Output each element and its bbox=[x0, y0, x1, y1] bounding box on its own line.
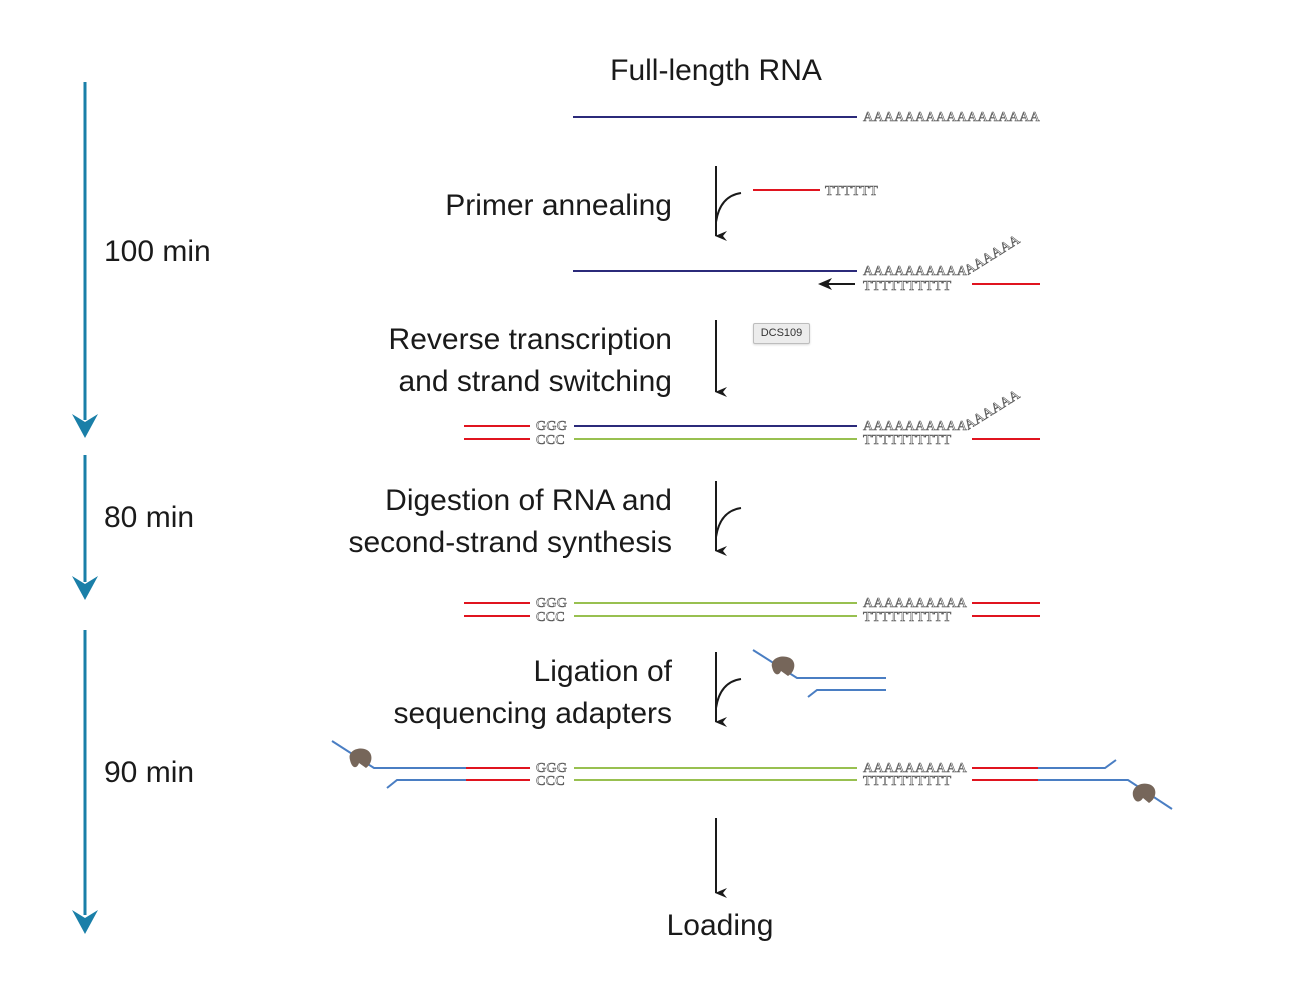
timeline-segment-2: 80 min bbox=[72, 455, 194, 600]
motor-protein-icon bbox=[1132, 783, 1156, 803]
timeline-segment-1: 100 min bbox=[72, 82, 211, 438]
sequencing-adapter bbox=[752, 649, 886, 698]
adapter-bottom-strand bbox=[807, 689, 886, 698]
polyt-seq: TTTTTTTTTT bbox=[863, 774, 952, 789]
annealed-complex: AAAAAAAAAA AAAAAA TTTTTTTTTT bbox=[573, 232, 1040, 294]
polya-annealed: AAAAAAAAAA bbox=[863, 419, 968, 434]
adapted-library: GGG CCC AAAAAAAAAA TTTTTTTTTT bbox=[331, 740, 1173, 810]
ggg-seq: GGG bbox=[536, 596, 567, 611]
polya-seq: AAAAAAAAAA bbox=[863, 596, 968, 611]
polya-annealed: AAAAAAAAAA bbox=[863, 264, 968, 279]
rna-molecule: AAAAAAAAAAAAAAAAA bbox=[573, 110, 1041, 125]
oligo-dt: TTTTTT bbox=[825, 184, 878, 199]
ds-cdna: GGG CCC AAAAAAAAAA TTTTTTTTTT bbox=[464, 596, 1040, 625]
timeline-label-80min: 80 min bbox=[104, 501, 194, 534]
timeline-arrowhead-icon bbox=[72, 910, 98, 934]
step-arrow-digestion bbox=[715, 481, 742, 556]
right-adapter-bottom bbox=[1038, 779, 1173, 810]
reagent-tag-dcs109: DCS109 bbox=[753, 323, 810, 344]
step-label-primer-annealing: Primer annealing bbox=[445, 189, 672, 222]
timeline-segment-3: 90 min bbox=[72, 630, 194, 934]
right-adapter-top bbox=[1038, 759, 1117, 769]
polyt-seq: TTTTTTTTTT bbox=[863, 610, 952, 625]
merge-curve-icon bbox=[715, 678, 742, 709]
timeline-label-90min: 90 min bbox=[104, 756, 194, 789]
left-arrowhead-icon bbox=[818, 278, 832, 290]
ccc-seq: CCC bbox=[536, 610, 565, 625]
step-label-rt-line1: Reverse transcription bbox=[389, 323, 672, 356]
left-adapter-top bbox=[331, 740, 466, 769]
title-full-length-rna: Full-length RNA bbox=[610, 54, 822, 87]
step-label-rt-line2: and strand switching bbox=[399, 365, 673, 398]
step-label-digestion-line2: second-strand synthesis bbox=[349, 526, 673, 559]
merge-curve-icon bbox=[715, 507, 742, 538]
timeline-arrowhead-icon bbox=[72, 414, 98, 438]
step-label-digestion-line1: Digestion of RNA and bbox=[385, 484, 672, 517]
polyt-seq: TTTTTTTTTT bbox=[863, 433, 952, 448]
ccc-seq: CCC bbox=[536, 774, 565, 789]
timeline-label-100min: 100 min bbox=[104, 235, 211, 268]
step-arrow-ligation bbox=[715, 652, 742, 727]
step-arrow-primer-annealing bbox=[715, 166, 742, 241]
left-adapter-bottom bbox=[386, 779, 466, 789]
motor-protein-icon bbox=[349, 748, 372, 768]
ggg-seq: GGG bbox=[536, 419, 567, 434]
polya-overhang: AAAAAA bbox=[962, 387, 1023, 433]
ccc-seq: CCC bbox=[536, 433, 565, 448]
polya-seq: AAAAAAAAAA bbox=[863, 761, 968, 776]
ggg-seq: GGG bbox=[536, 761, 567, 776]
merge-curve-icon bbox=[715, 192, 742, 223]
polya-tail: AAAAAAAAAAAAAAAAA bbox=[863, 110, 1041, 125]
adapter-top-strand bbox=[752, 649, 886, 679]
step-label-ligation-line2: sequencing adapters bbox=[393, 697, 672, 730]
polya-overhang: AAAAAA bbox=[962, 232, 1023, 278]
rt-primer: TTTTTT bbox=[753, 184, 878, 199]
step-label-loading: Loading bbox=[667, 909, 774, 942]
timeline-arrowhead-icon bbox=[72, 576, 98, 600]
motor-protein-icon bbox=[771, 656, 795, 676]
polyt-primer: TTTTTTTTTT bbox=[863, 279, 952, 294]
step-label-ligation-line1: Ligation of bbox=[534, 655, 673, 688]
